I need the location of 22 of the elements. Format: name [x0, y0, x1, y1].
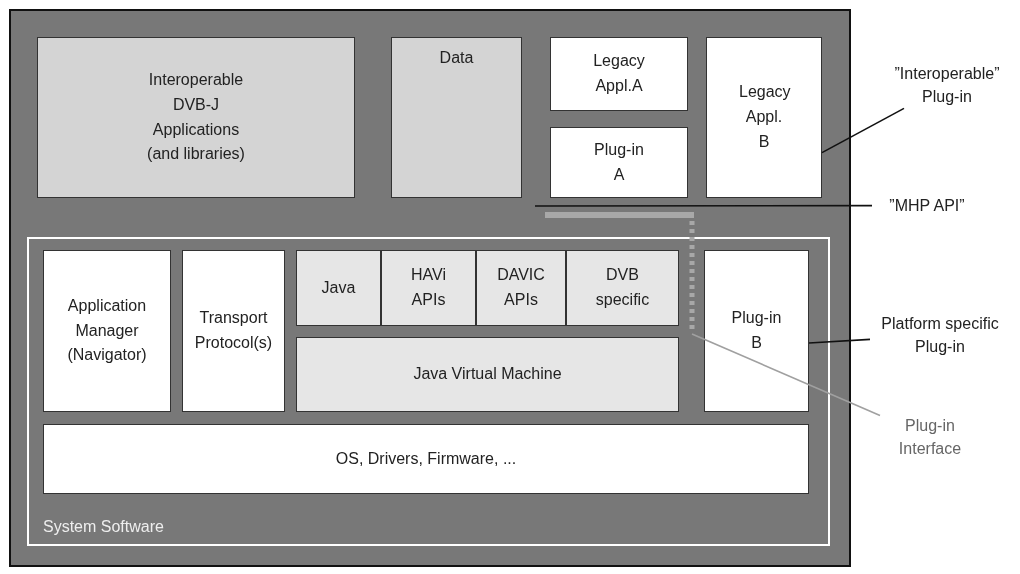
data-box: Data	[391, 37, 522, 198]
callout-text: ”MHP API”	[872, 194, 982, 218]
plugin-box: Plug-in B	[704, 250, 809, 412]
frame-label: System Software	[43, 517, 164, 538]
api-box: DVB specific	[566, 250, 679, 326]
plugin-box: Plug-in A	[550, 127, 688, 198]
leader-line	[821, 107, 905, 154]
application-box: Legacy Appl. B	[706, 37, 822, 198]
application-box: Interoperable DVB-J Applications (and libraries)	[37, 37, 355, 198]
api-box: DAVIC APIs	[476, 250, 566, 326]
protocol-box: Transport Protocol(s)	[182, 250, 285, 412]
callout-text: Platform specific Plug-in	[870, 312, 1010, 359]
virtual-machine-box: Java Virtual Machine	[296, 337, 679, 412]
application-box: Legacy Appl.A	[550, 37, 688, 111]
manager-box: Application Manager (Navigator)	[43, 250, 171, 412]
leader-line	[534, 204, 873, 207]
callout-text: ”Interoperable” Plug-in	[872, 62, 1020, 109]
api-box: HAVi APIs	[381, 250, 476, 326]
system-layer-box: OS, Drivers, Firmware, ...	[43, 424, 809, 494]
api-box: Java	[296, 250, 381, 326]
callout-text: Plug-in Interface	[880, 414, 980, 461]
leader-line	[808, 338, 871, 344]
